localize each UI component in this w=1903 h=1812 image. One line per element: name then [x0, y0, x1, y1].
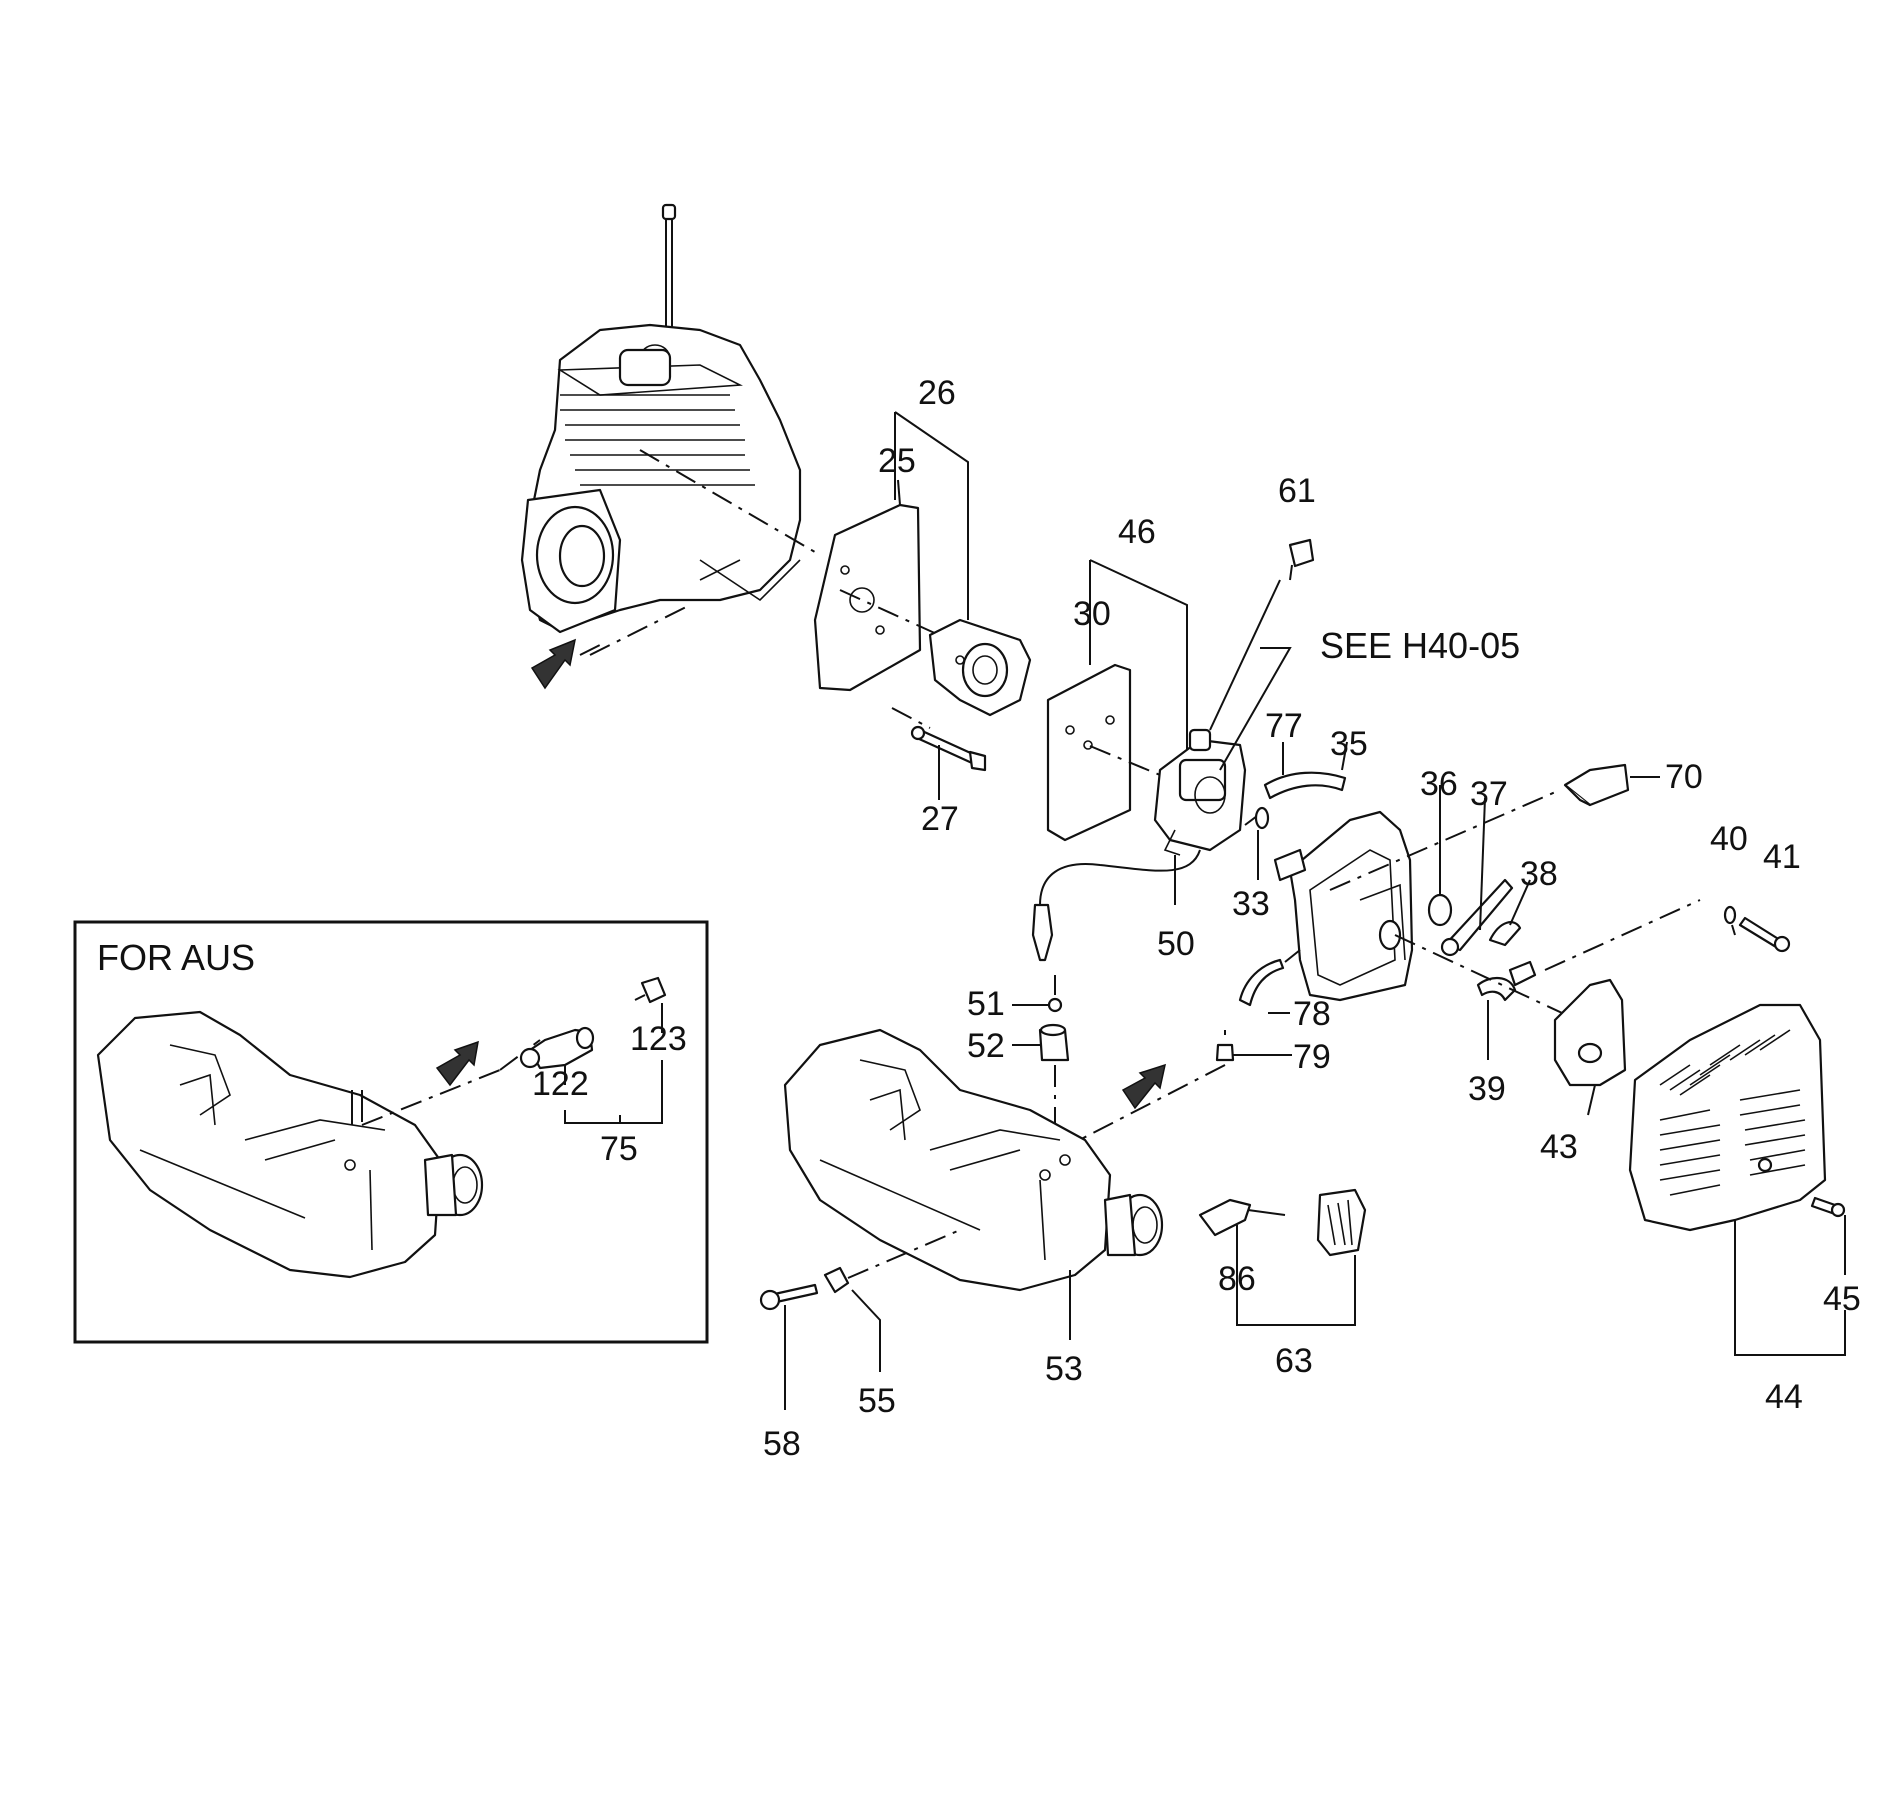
- direction-arrow: [530, 638, 577, 690]
- label-79: 79: [1293, 1038, 1331, 1076]
- inset-connector-122: [519, 1026, 595, 1070]
- label-25: 25: [878, 442, 916, 480]
- label-51: 51: [967, 985, 1005, 1023]
- label-39: 39: [1468, 1070, 1506, 1108]
- insulator-block: [928, 618, 1032, 717]
- screw-41: [1738, 916, 1791, 953]
- spring-38: [1488, 921, 1522, 947]
- label-63: 63: [1275, 1342, 1313, 1380]
- label-123: 123: [630, 1020, 687, 1058]
- label-35: 35: [1330, 725, 1368, 763]
- label-70: 70: [1665, 758, 1703, 796]
- inset-for-aus: FOR AUS: [73, 920, 709, 1344]
- label-26: 26: [918, 374, 956, 412]
- label-46: 46: [1118, 513, 1156, 551]
- label-38: 38: [1520, 855, 1558, 893]
- label-86: 86: [1218, 1260, 1256, 1298]
- hose-77: [1263, 771, 1347, 800]
- engine-block: [520, 203, 802, 634]
- label-61: 61: [1278, 472, 1316, 510]
- inset-fuel-tank: [96, 1010, 484, 1279]
- grommet-55: [823, 1266, 850, 1294]
- hose-78: [1238, 958, 1285, 1007]
- gasket-25: [813, 503, 922, 692]
- label-45: 45: [1823, 1280, 1861, 1318]
- ring-40: [1723, 905, 1737, 925]
- inset-title: FOR AUS: [97, 937, 255, 978]
- label-43: 43: [1540, 1128, 1578, 1166]
- label-50: 50: [1157, 925, 1195, 963]
- plug-70: [1563, 763, 1630, 807]
- label-30: 30: [1073, 595, 1111, 633]
- inset-plug-123: [634, 976, 667, 1004]
- strap-86: [1198, 1198, 1286, 1237]
- label-53: 53: [1045, 1350, 1083, 1388]
- label-44: 44: [1765, 1378, 1803, 1416]
- label-122: 122: [532, 1065, 589, 1103]
- element-43: [1553, 978, 1627, 1087]
- label-75: 75: [600, 1130, 638, 1168]
- clip-61: [1288, 538, 1315, 568]
- label-58: 58: [763, 1425, 801, 1463]
- inset-frame: [73, 920, 709, 1344]
- gasket-30: [1046, 663, 1132, 842]
- label-77: 77: [1265, 707, 1303, 745]
- cover-44: [1628, 1003, 1827, 1232]
- ring-51: [1047, 997, 1063, 1013]
- o-ring-33: [1254, 806, 1270, 830]
- label-52: 52: [967, 1027, 1005, 1065]
- leader-lines: [784, 411, 1846, 1410]
- label-41: 41: [1763, 838, 1801, 876]
- inset-leader-lines: [564, 1003, 663, 1124]
- bush-36: [1427, 893, 1453, 927]
- cap-63: [1316, 1188, 1367, 1257]
- bolt-58: [759, 1283, 819, 1311]
- direction-arrow-tank: [1121, 1063, 1167, 1110]
- grommet-52: [1038, 1023, 1070, 1062]
- label-36: 36: [1420, 765, 1458, 803]
- label-27: 27: [921, 800, 959, 838]
- fuel-tank-53: [783, 1028, 1164, 1292]
- air-cleaner-case-35: [1273, 810, 1414, 1002]
- label-33: 33: [1232, 885, 1270, 923]
- label-78: 78: [1293, 995, 1331, 1033]
- part-labels: 26 25 27 30 46 61 SEE H40-05 77 35 36 37…: [532, 374, 1861, 1463]
- label-40: 40: [1710, 820, 1748, 858]
- clamp-39: [1476, 960, 1537, 1002]
- label-37: 37: [1470, 775, 1508, 813]
- inset-direction-arrow: [435, 1040, 479, 1087]
- lever-37: [1440, 878, 1514, 957]
- see-h40-05-note: SEE H40-05: [1320, 625, 1520, 666]
- fuel-pipe-50: [1031, 849, 1201, 962]
- screw-45: [1810, 1196, 1846, 1218]
- filter-79: [1215, 1043, 1235, 1062]
- bolt-27: [910, 725, 987, 772]
- label-55: 55: [858, 1382, 896, 1420]
